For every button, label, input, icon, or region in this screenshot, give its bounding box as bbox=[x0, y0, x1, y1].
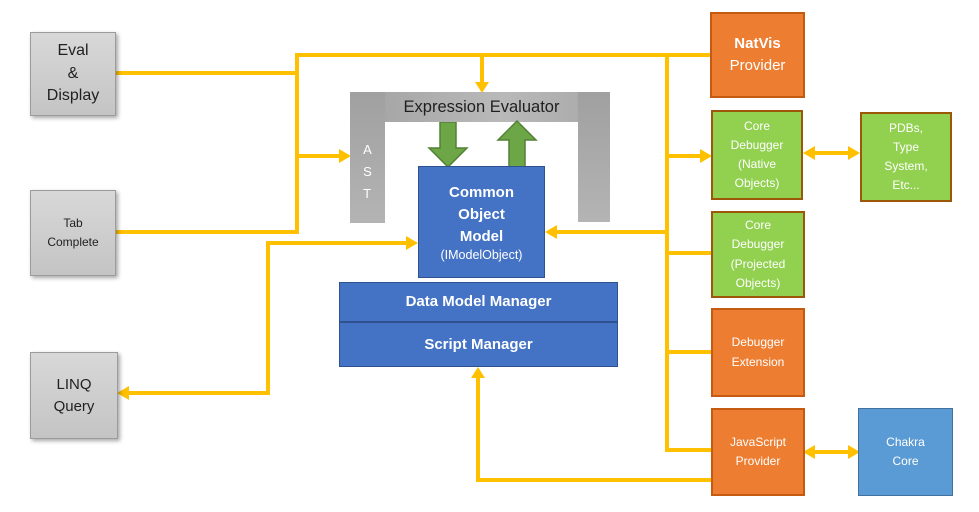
pdbs-label: PDBs, bbox=[888, 120, 923, 135]
connector-junction-vertical bbox=[295, 53, 299, 234]
block-arrow-up-icon bbox=[496, 120, 538, 168]
connector-core-projected-stub bbox=[665, 251, 711, 255]
pdbs-label: System, bbox=[884, 159, 928, 173]
bridge-right-column bbox=[578, 92, 610, 222]
connector-tab-out bbox=[116, 230, 299, 234]
core-debugger-projected-box: Core Debugger (Projected Objects) bbox=[711, 211, 805, 298]
linq-query-label: LINQ bbox=[56, 375, 92, 393]
connector-js-provider-stub bbox=[665, 448, 711, 452]
connector-eval-out bbox=[116, 71, 299, 75]
connector-linq-horizontal bbox=[128, 391, 270, 395]
tab-complete-label: Tab bbox=[63, 215, 83, 230]
ast-column: A S T bbox=[350, 92, 385, 223]
arrowhead-into-script-manager bbox=[471, 367, 485, 378]
core-projected-label: (Projected bbox=[730, 256, 786, 271]
ast-letter: A bbox=[363, 141, 372, 157]
connector-ee-drop bbox=[480, 53, 484, 83]
core-native-label: Debugger bbox=[730, 137, 784, 152]
arrowhead-into-js-provider bbox=[803, 445, 815, 459]
chakra-core-label: Chakra bbox=[886, 434, 925, 449]
com-title: Common bbox=[449, 184, 514, 202]
javascript-provider-box: JavaScript Provider bbox=[711, 408, 805, 496]
expression-evaluator-label: Expression Evaluator bbox=[403, 97, 560, 116]
chakra-core-label: Core bbox=[892, 454, 919, 468]
com-subtitle: (IModelObject) bbox=[440, 247, 523, 262]
connector-script-vertical bbox=[476, 377, 480, 482]
linq-query-label: Query bbox=[53, 397, 95, 415]
core-projected-label: Debugger bbox=[731, 237, 785, 252]
debugger-extension-label: Extension bbox=[731, 354, 785, 369]
natvis-provider-box: NatVis Provider bbox=[710, 12, 805, 98]
connector-native-pdbs bbox=[813, 151, 850, 155]
arrowhead-into-com-left bbox=[406, 236, 418, 250]
linq-query-box: LINQ Query bbox=[30, 352, 118, 439]
connector-top-bus bbox=[295, 53, 710, 57]
eval-display-label: Eval bbox=[57, 42, 89, 60]
javascript-provider-label: JavaScript bbox=[729, 434, 787, 449]
data-model-manager-label: Data Model Manager bbox=[405, 293, 552, 311]
data-model-manager-box: Data Model Manager bbox=[339, 282, 618, 322]
arrowhead-into-expression-evaluator bbox=[475, 82, 489, 93]
connector-linq-vertical bbox=[266, 241, 270, 395]
eval-display-label: & bbox=[67, 64, 79, 82]
connector-js-chakra bbox=[813, 450, 850, 454]
common-object-model-box: Common Object Model (IModelObject) bbox=[418, 166, 545, 278]
chakra-core-box: Chakra Core bbox=[858, 408, 953, 496]
tab-complete-label: Complete bbox=[47, 235, 99, 249]
arrowhead-into-linq bbox=[117, 386, 129, 400]
javascript-provider-label: Provider bbox=[735, 454, 781, 468]
connector-ast-branch bbox=[297, 154, 340, 158]
connector-script-horizontal bbox=[476, 478, 711, 482]
pdbs-label: Etc... bbox=[892, 178, 920, 193]
ast-letter: S bbox=[363, 163, 372, 179]
com-title: Model bbox=[459, 227, 504, 245]
connector-debugger-extension-stub bbox=[665, 350, 711, 354]
core-native-label: Core bbox=[743, 118, 770, 133]
core-debugger-native-box: Core Debugger (Native Objects) bbox=[711, 110, 803, 200]
eval-display-box: Eval & Display bbox=[30, 32, 116, 116]
debugger-extension-label: Debugger bbox=[731, 335, 785, 350]
expression-evaluator-bar: Expression Evaluator bbox=[385, 92, 578, 122]
arrowhead-into-com-right bbox=[545, 225, 557, 239]
arrowhead-into-ast bbox=[339, 149, 351, 163]
debugger-extension-box: Debugger Extension bbox=[711, 308, 805, 397]
com-title: Object bbox=[458, 206, 505, 224]
connector-com-right-branch bbox=[556, 230, 667, 234]
script-manager-box: Script Manager bbox=[339, 322, 618, 367]
core-projected-label: Core bbox=[744, 218, 771, 233]
pdbs-label: Type bbox=[892, 139, 919, 154]
connector-com-left-branch bbox=[266, 241, 407, 245]
natvis-subtitle: Provider bbox=[729, 57, 786, 74]
connector-core-native-branch bbox=[665, 154, 701, 158]
arrowhead-into-core-native bbox=[700, 149, 712, 163]
script-manager-label: Script Manager bbox=[424, 335, 533, 353]
core-projected-label: Objects) bbox=[735, 275, 781, 290]
core-native-label: Objects) bbox=[734, 176, 780, 191]
natvis-title: NatVis bbox=[734, 35, 781, 53]
arrowhead-into-chakra bbox=[848, 445, 860, 459]
core-native-label: (Native bbox=[737, 157, 776, 171]
block-arrow-down-icon bbox=[427, 122, 469, 168]
tab-complete-box: Tab Complete bbox=[30, 190, 116, 276]
arrowhead-into-core-native-right bbox=[803, 146, 815, 160]
ast-letter: T bbox=[363, 185, 372, 201]
pdbs-type-system-box: PDBs, Type System, Etc... bbox=[860, 112, 952, 202]
eval-display-label: Display bbox=[46, 87, 100, 105]
arrowhead-into-pdbs bbox=[848, 146, 860, 160]
